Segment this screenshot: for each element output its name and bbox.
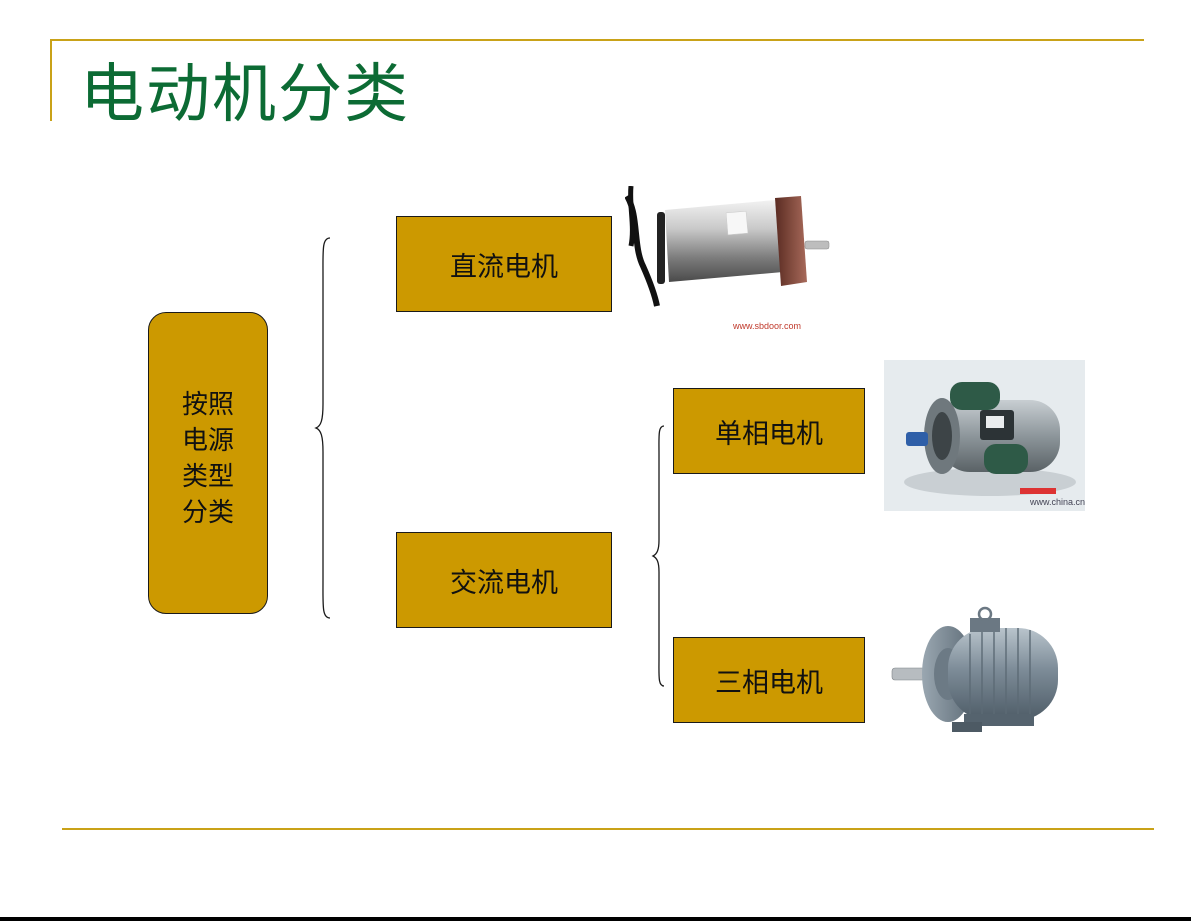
three-phase-motor-image (890, 606, 1072, 738)
root-category-label: 按照电源类型分类 (178, 387, 238, 531)
ac-motor-box: 交流电机 (396, 532, 612, 628)
single-phase-image-watermark: www.china.cn (1029, 497, 1085, 507)
ac-brace (650, 424, 670, 688)
three-phase-motor-label: 三相电机 (715, 661, 823, 700)
page-bottom-rule (0, 917, 1191, 921)
top-frame-line (50, 39, 1144, 41)
left-frame-line (50, 39, 52, 121)
single-phase-motor-image: www.china.cn (884, 360, 1085, 511)
dc-motor-box: 直流电机 (396, 216, 612, 312)
dc-motor-image: www.sbdoor.com (625, 186, 837, 334)
root-category-box: 按照电源类型分类 (148, 312, 268, 614)
dc-image-watermark: www.sbdoor.com (732, 321, 801, 331)
three-phase-motor-box: 三相电机 (673, 637, 865, 723)
dc-motor-label: 直流电机 (450, 245, 558, 284)
single-phase-motor-label: 单相电机 (715, 412, 823, 451)
main-brace (314, 236, 338, 620)
single-phase-motor-box: 单相电机 (673, 388, 865, 474)
ac-motor-label: 交流电机 (450, 561, 558, 600)
bottom-frame-line (62, 828, 1154, 830)
slide-title: 电动机分类 (80, 54, 410, 136)
